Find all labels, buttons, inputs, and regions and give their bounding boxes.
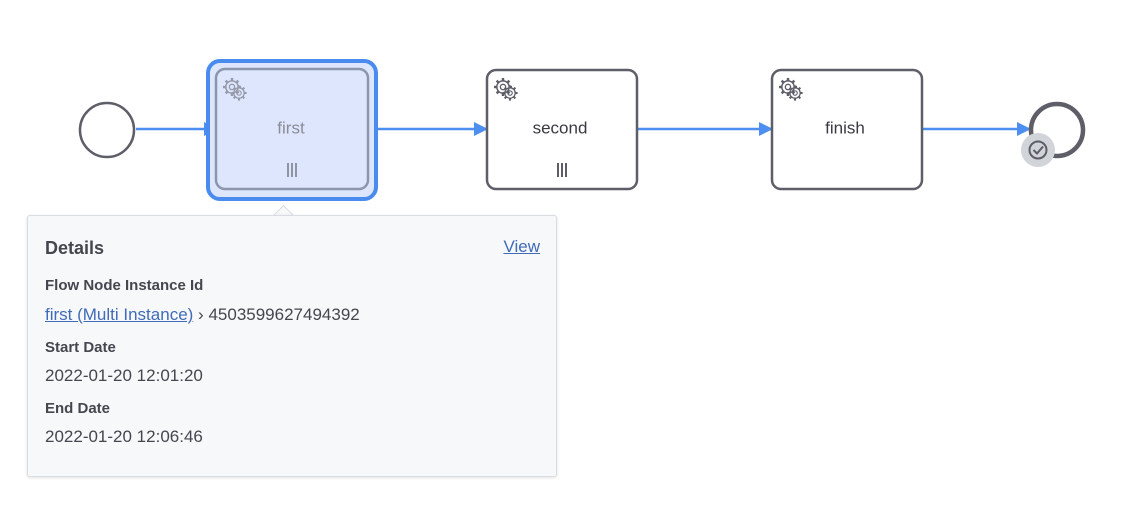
task-finish-box	[770, 68, 924, 191]
task-second[interactable]: second	[485, 68, 639, 191]
multi-instance-icon	[287, 163, 297, 177]
start-event[interactable]	[78, 101, 136, 159]
end-event[interactable]	[1021, 101, 1086, 167]
details-popover: Details View Flow Node Instance Id first…	[27, 215, 557, 477]
multi-instance-link[interactable]: first (Multi Instance)	[45, 305, 194, 324]
task-second-label: second	[533, 118, 588, 137]
start-date-label: Start Date	[45, 339, 116, 356]
flow-node-instance-id-label: Flow Node Instance Id	[45, 277, 204, 294]
view-link[interactable]: View	[503, 237, 540, 256]
task-first-box	[214, 67, 370, 191]
task-first-label: first	[277, 118, 305, 137]
flow-node-instance-id-value: first (Multi Instance) › 450359962749439…	[45, 305, 360, 325]
task-finish[interactable]: finish	[770, 68, 924, 191]
popover-title: Details	[45, 238, 105, 258]
start-date-value: 2022-01-20 12:01:20	[45, 366, 203, 385]
completed-check-icon	[1021, 133, 1055, 167]
flow-node-instance-id: 4503599627494392	[208, 305, 360, 324]
task-second-box	[485, 68, 639, 191]
end-date-value: 2022-01-20 12:06:46	[45, 427, 203, 446]
end-date-label: End Date	[45, 400, 111, 417]
breadcrumb-separator: ›	[198, 305, 204, 324]
multi-instance-icon	[557, 163, 567, 177]
task-first[interactable]: first	[206, 59, 378, 201]
task-finish-label: finish	[825, 118, 865, 137]
